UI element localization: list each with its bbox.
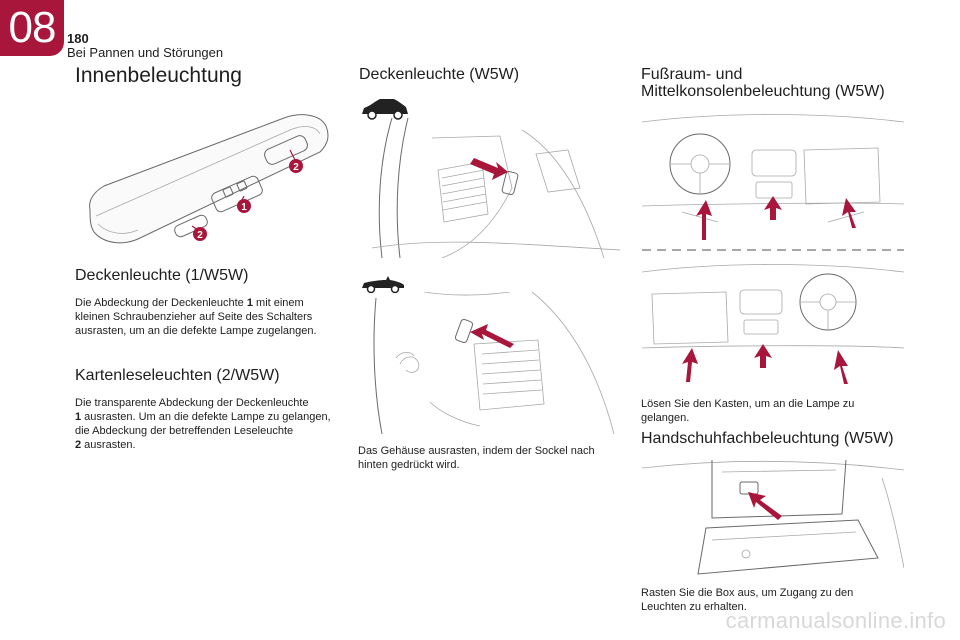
caption-handschuhfach: Rasten Sie die Box aus, um Zugang zu den… [641,587,854,613]
svg-text:2: 2 [293,162,299,173]
svg-text:2: 2 [197,230,203,241]
hatchback-car-icon [362,99,408,120]
callout-1 [237,199,251,213]
arrow-icon [764,196,782,220]
trunk-light-illustration [372,118,620,258]
trunk-light-illustration-cabrio [373,292,615,434]
arrow-icon [470,324,514,348]
heading-kartenleseleuchten: Kartenleseleuchten (2/W5W) [75,367,280,384]
heading-deckenleuchte-1: Deckenleuchte (1/W5W) [75,267,249,284]
watermark: carmanualsonline.info [725,608,946,633]
ceiling-light-illustration: 2 1 2 [89,114,329,244]
paragraph-deckenleuchte-1: Die Abdeckung der Deckenleuchte 1 mit ei… [75,297,317,337]
arrow-icon [470,158,508,180]
chapter-tab: 08 [0,0,64,56]
caption-fussraum: Lösen Sie den Kasten, um an die Lampe zu… [641,398,855,424]
arrow-icon [834,350,848,384]
page-title: Innenbeleuchtung [75,64,242,87]
heading-handschuhfach: Handschuhfachbeleuchtung (W5W) [641,430,894,447]
convertible-car-icon [362,276,404,294]
dashboard-footwell-illustration [642,114,904,384]
arrow-icon [696,200,712,240]
svg-text:1: 1 [241,202,247,213]
heading-fussraum-line1: Fußraum- und [641,66,743,83]
caption-deckenleuchte: Das Gehäuse ausrasten, indem der Sockel … [358,445,595,471]
section-title: Bei Pannen und Störungen [67,45,224,60]
arrow-icon [754,344,772,368]
heading-deckenleuchte-w5w: Deckenleuchte (W5W) [359,66,520,83]
arrow-icon [842,198,856,228]
callout-2-bottom [193,227,207,241]
page-number: 180 [67,31,89,46]
callout-2-top [289,159,303,173]
heading-fussraum-line2: Mittelkonsolenbeleuchtung (W5W) [641,83,885,100]
glovebox-illustration [642,459,904,575]
chapter-number: 08 [8,3,57,52]
arrow-icon [682,348,698,382]
arrow-icon [748,492,782,520]
paragraph-kartenleseleuchten: Die transparente Abdeckung der Deckenleu… [75,397,331,451]
